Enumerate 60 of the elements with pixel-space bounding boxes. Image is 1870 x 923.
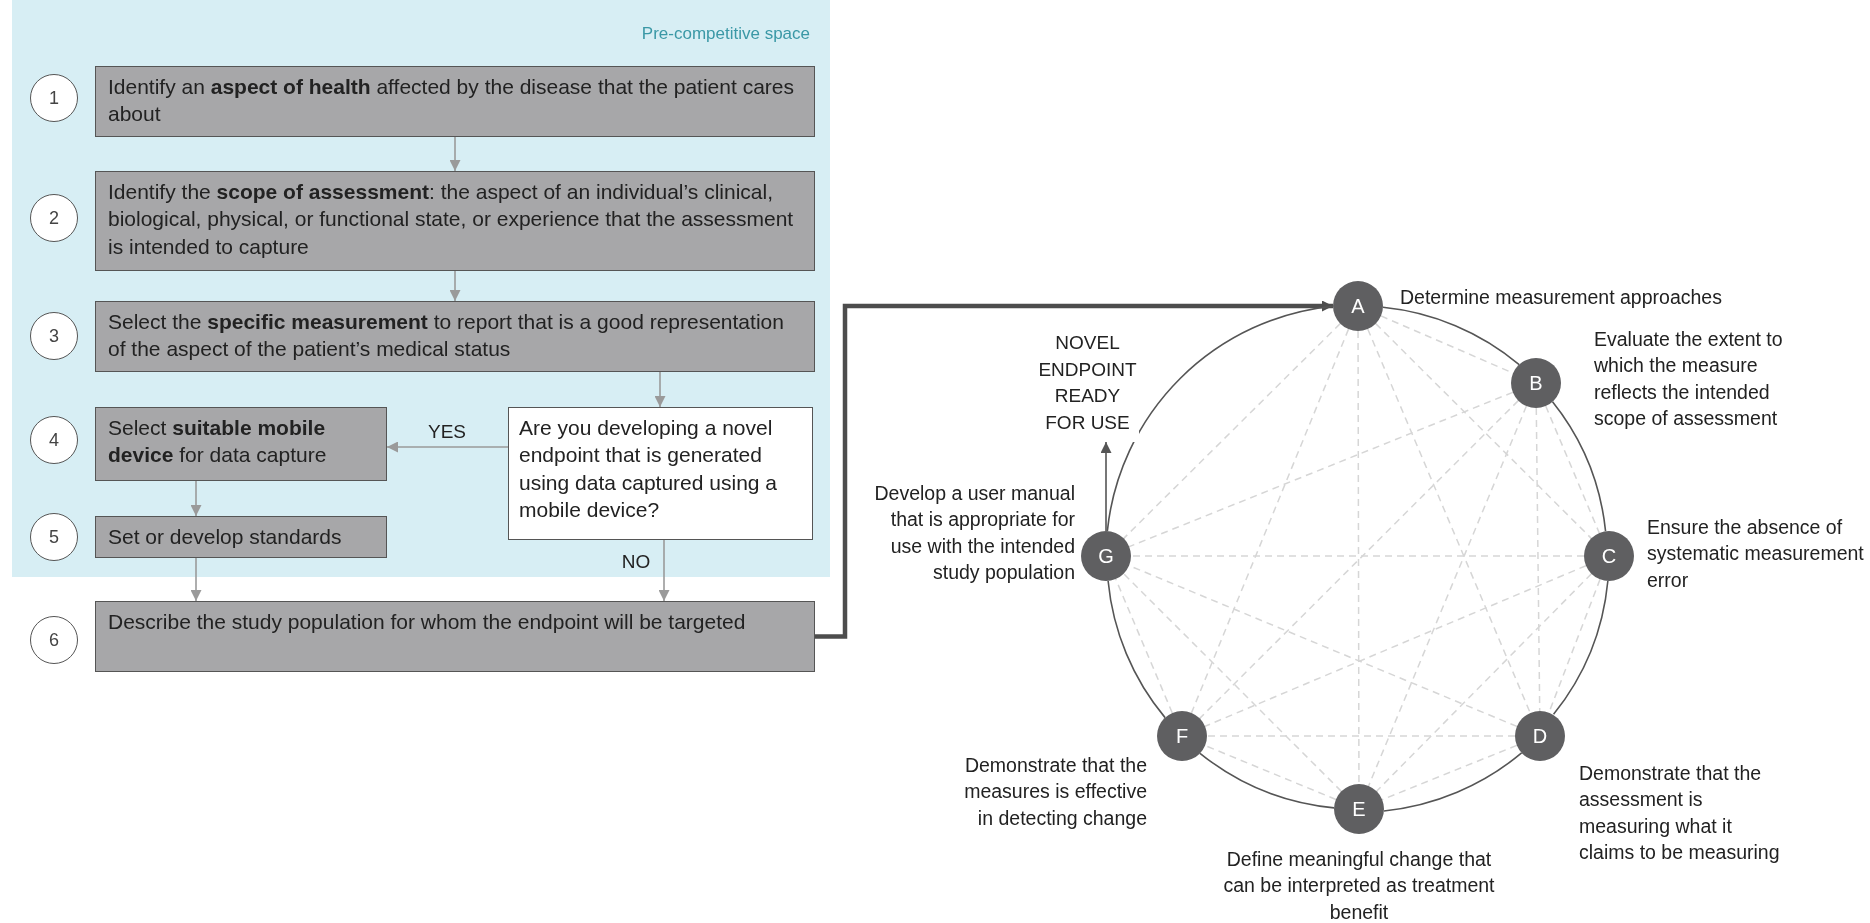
step-description: Ensure the absence of systematic measurement error xyxy=(1647,515,1865,593)
dashed-line xyxy=(1123,322,1341,540)
arrow xyxy=(190,557,202,602)
step-number: 2 xyxy=(30,194,78,242)
ring-arc xyxy=(1199,752,1335,809)
arrow xyxy=(449,270,461,302)
dashed-line xyxy=(1114,578,1174,714)
step-description: Demonstrate that the assessment is measuring what it claims to be measuring xyxy=(1579,761,1781,865)
step-description: Demonstrate that the measures is effective in detecting change xyxy=(963,753,1147,831)
process-box: Identify an aspect of health affected by the disease that the patient cares about xyxy=(95,66,815,137)
step-description: Define meaningful change that can be interpreted as treatment benefit xyxy=(1222,847,1496,923)
arrow xyxy=(1100,441,1112,532)
decision-box: Are you developing a novel endpoint that is generated using data captured using a mobile device? xyxy=(508,407,813,540)
dashed-line xyxy=(1544,405,1601,534)
step-number: 4 xyxy=(30,416,78,464)
step-marker: A xyxy=(1333,281,1383,331)
process-box: Select suitable mobile device for data capture xyxy=(95,407,387,481)
ring-arc xyxy=(1106,305,1334,532)
step-number: 6 xyxy=(30,616,78,664)
dashed-line xyxy=(1122,572,1343,793)
dashed-line xyxy=(1367,328,1531,714)
arrow xyxy=(658,539,670,602)
arrow xyxy=(449,136,461,172)
region-label: Pre-competitive space xyxy=(641,24,810,44)
ring-arc xyxy=(1382,306,1520,366)
region-background xyxy=(12,0,830,577)
process-box: Describe the study population for whom the endpoint will be targeted xyxy=(95,601,815,672)
process-box: Select the specific measurement to report that is a good representation of the aspect of the patient’s medical status xyxy=(95,301,815,372)
step-description: Evaluate the extent to which the measure reflects the intended scope of assessment xyxy=(1594,327,1784,431)
step-marker: B xyxy=(1511,358,1561,408)
dashed-line xyxy=(1375,573,1593,792)
step-marker: F xyxy=(1157,711,1207,761)
step-description: Determine measurement approaches xyxy=(1400,285,1723,310)
step-description: Develop a user manual that is appropriate for use with the intended study population xyxy=(873,481,1075,585)
dashed-line xyxy=(1367,405,1528,787)
dashed-line xyxy=(1190,328,1350,714)
arrow xyxy=(190,480,202,517)
step-marker: D xyxy=(1515,711,1565,761)
dashed-line xyxy=(1128,391,1514,548)
arrow xyxy=(386,441,509,453)
dashed-line xyxy=(1374,322,1593,540)
ring-arc xyxy=(1552,580,1609,716)
dashed-line xyxy=(1535,407,1541,712)
step-marker: G xyxy=(1081,531,1131,581)
step-marker: C xyxy=(1584,531,1634,581)
ring-arc xyxy=(1551,400,1607,532)
dashed-line xyxy=(1198,399,1520,720)
arrow xyxy=(654,371,666,408)
step-number: 1 xyxy=(30,74,78,122)
ring-arc xyxy=(1107,580,1166,719)
step-number: 5 xyxy=(30,513,78,561)
dashed-line xyxy=(1357,330,1360,785)
arrow xyxy=(815,300,1333,639)
process-box: Identify the scope of assessment: the aspect of an individual’s clinical, biological, physical, or functional state, or experience that the assessment is intended to capture xyxy=(95,171,815,271)
step-number: 3 xyxy=(30,312,78,360)
ring-arc xyxy=(1383,752,1523,812)
dashed-line xyxy=(1204,564,1587,728)
dashed-line xyxy=(1204,744,1337,801)
step-marker: E xyxy=(1334,784,1384,834)
process-box: Set or develop standards xyxy=(95,516,387,558)
